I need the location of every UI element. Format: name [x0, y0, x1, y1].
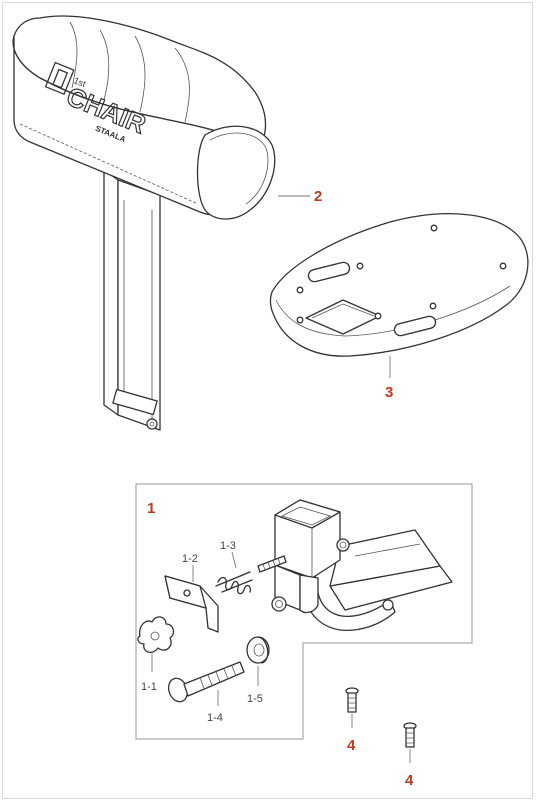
callout-3: 3	[385, 384, 393, 401]
callout-1-2: 1-2	[182, 553, 198, 565]
screw-a	[345, 687, 359, 713]
mounting-plate	[269, 213, 529, 357]
part-washer	[246, 636, 270, 664]
callout-1-4: 1-4	[207, 712, 223, 724]
assembly-boundary	[135, 483, 473, 740]
logo-prefix-text: 1st	[72, 75, 87, 89]
callout-2: 2	[314, 188, 322, 205]
bracket-assembly	[271, 499, 453, 631]
headrest-post	[103, 169, 119, 416]
headrest-cushion-front	[12, 35, 256, 216]
plate-slot-left	[307, 261, 351, 283]
callout-4b: 4	[405, 772, 414, 789]
callout-1-1: 1-1	[141, 681, 157, 693]
callout-1-5: 1-5	[247, 693, 263, 705]
callout-1: 1	[147, 500, 155, 517]
set-screw	[257, 555, 287, 573]
part-spring	[215, 571, 253, 595]
callout-1-3: 1-3	[220, 540, 236, 552]
headrest-part: 1st CHAIR STAALA	[12, 15, 276, 431]
plate-slot-right	[393, 315, 437, 337]
part-bolt	[167, 661, 245, 703]
screw-b	[403, 722, 417, 748]
part-star-knob	[137, 616, 175, 654]
part-clip	[164, 575, 219, 633]
headrest-end-cap	[196, 125, 276, 220]
callout-4a: 4	[347, 737, 356, 754]
